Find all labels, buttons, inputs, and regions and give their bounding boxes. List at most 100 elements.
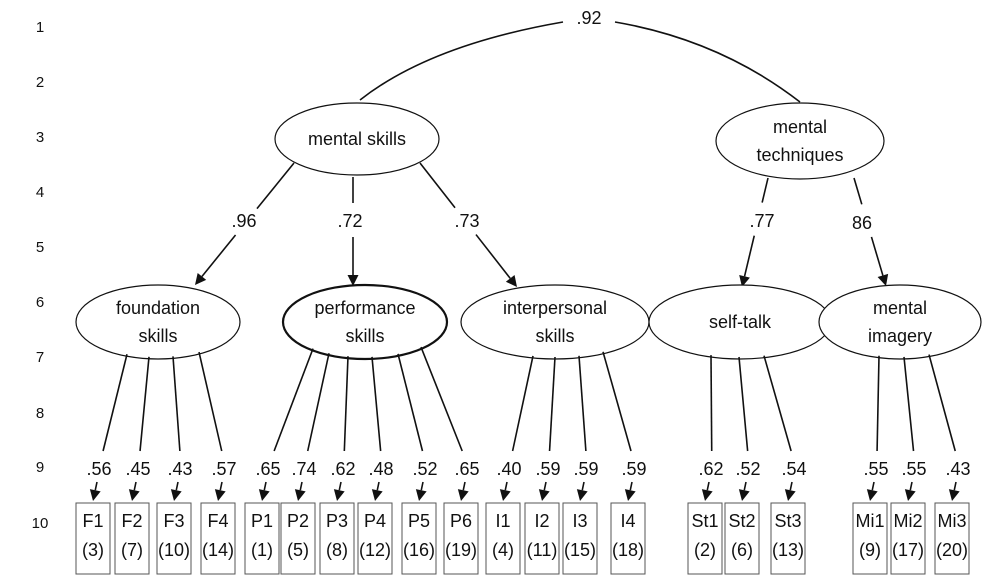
interpersonal-skills-indicator-path <box>602 351 632 452</box>
interpersonal-skills-path-line <box>475 234 511 279</box>
indicator-loading: .54 <box>781 459 806 479</box>
performance-skills-indicator-path <box>343 356 349 452</box>
indicator-arrow-arrowhead <box>948 489 960 501</box>
indicator-loading: .48 <box>368 459 393 479</box>
row-number: 9 <box>36 459 44 476</box>
interpersonal-skills-path-upper <box>419 162 456 209</box>
interpersonal-skills-ellipse <box>460 284 650 360</box>
mental-techniques-label: techniques <box>756 145 843 165</box>
self-talk-path-arrowhead <box>739 275 750 287</box>
indicator-code: P6 <box>450 511 472 531</box>
indicator-arrow-line <box>543 481 547 491</box>
indicator-arrow-arrowhead <box>701 489 713 501</box>
indicator-box-F1 <box>75 502 111 575</box>
indicator-code: Mi3 <box>937 511 966 531</box>
indicator-code: P1 <box>251 511 273 531</box>
indicator-arrow-line <box>504 481 508 491</box>
mental-imagery-loading: 86 <box>852 213 872 233</box>
indicator-loading: .62 <box>698 459 723 479</box>
interpersonal-skills-indicator-path <box>511 355 534 452</box>
performance-skills-indicator-path <box>371 356 382 452</box>
performance-skills-loading: .72 <box>337 211 362 231</box>
indicator-arrow-arrowhead <box>738 489 750 501</box>
foundation-skills-ellipse <box>75 284 241 360</box>
indicator-item: (11) <box>527 540 558 560</box>
interpersonal-skills-label: interpersonal <box>503 298 607 318</box>
indicator-arrow-arrowhead <box>89 489 101 501</box>
indicator-loading: .43 <box>945 459 970 479</box>
performance-skills-indicator-path <box>273 348 314 452</box>
foundation-skills-path-arrowhead <box>195 272 207 285</box>
indicator-box-Mi3 <box>934 502 970 575</box>
indicator-code: Mi2 <box>893 511 922 531</box>
indicator-code: P4 <box>364 511 386 531</box>
foundation-skills-indicator-path <box>102 354 128 452</box>
indicator-box-F3 <box>156 502 192 575</box>
row-number: 3 <box>36 129 44 146</box>
row-number: 1 <box>36 19 44 36</box>
indicator-loading: .65 <box>454 459 479 479</box>
indicator-arrow-arrowhead <box>457 489 469 501</box>
indicator-arrow-line <box>219 481 223 491</box>
indicator-loading: .52 <box>735 459 760 479</box>
indicator-box-P6 <box>443 502 479 575</box>
indicator-code: I2 <box>534 511 549 531</box>
indicator-item: (20) <box>936 540 968 560</box>
row-number: 4 <box>36 184 44 201</box>
indicator-item: (14) <box>202 540 234 560</box>
indicator-arrow-arrowhead <box>170 489 182 501</box>
indicator-box-St2 <box>724 502 760 575</box>
indicator-code: P3 <box>326 511 348 531</box>
foundation-skills-indicator-path <box>172 356 181 452</box>
foundation-skills-path-line <box>201 234 237 277</box>
indicator-box-F4 <box>200 502 236 575</box>
indicator-arrow-arrowhead <box>371 489 383 501</box>
indicator-arrow-line <box>581 481 585 491</box>
indicator-box-I4 <box>610 502 646 575</box>
indicator-item: (13) <box>772 540 804 560</box>
indicator-box-I1 <box>485 502 521 575</box>
self-talk-loading: .77 <box>749 211 774 231</box>
indicator-arrow-line <box>133 481 137 491</box>
foundation-skills-loading: .96 <box>231 211 256 231</box>
indicator-arrow-line <box>299 481 303 491</box>
indicator-box-St1 <box>687 502 723 575</box>
indicator-item: (16) <box>403 540 435 560</box>
indicator-code: F1 <box>82 511 103 531</box>
self-talk-path-upper <box>761 177 769 203</box>
row-number: 5 <box>36 239 44 256</box>
row-number: 7 <box>36 349 44 366</box>
indicator-loading: .59 <box>621 459 646 479</box>
indicator-loading: .40 <box>496 459 521 479</box>
indicator-item: (7) <box>121 540 143 560</box>
indicator-arrow-arrowhead <box>214 489 226 501</box>
indicator-arrow-line <box>263 481 267 491</box>
mental-imagery-path-line <box>870 236 884 276</box>
performance-skills-indicator-path <box>306 353 330 452</box>
indicator-loading: .57 <box>211 459 236 479</box>
indicator-loading: .74 <box>291 459 316 479</box>
mental-skills-label: mental skills <box>308 129 406 149</box>
foundation-skills-label: skills <box>139 326 178 346</box>
indicator-arrow-line <box>420 481 424 491</box>
self-talk-indicator-path <box>710 355 713 452</box>
interpersonal-skills-indicator-path <box>548 356 556 452</box>
indicator-item: (1) <box>251 540 273 560</box>
correlation-label: .92 <box>576 8 601 28</box>
indicator-item: (8) <box>326 540 348 560</box>
indicator-loading: .59 <box>573 459 598 479</box>
indicator-arrow-arrowhead <box>538 489 550 501</box>
indicator-code: I1 <box>495 511 510 531</box>
mental-skills-ellipse <box>274 102 440 176</box>
indicator-code: St3 <box>774 511 801 531</box>
indicator-arrow-line <box>629 481 633 491</box>
indicator-loading: .62 <box>330 459 355 479</box>
indicator-code: P5 <box>408 511 430 531</box>
foundation-skills-indicator-path <box>198 351 223 452</box>
indicator-loading: .65 <box>255 459 280 479</box>
indicator-box-I3 <box>562 502 598 575</box>
row-number: 2 <box>36 74 44 91</box>
indicator-arrow-arrowhead <box>128 489 140 501</box>
indicator-item: (4) <box>492 540 514 560</box>
